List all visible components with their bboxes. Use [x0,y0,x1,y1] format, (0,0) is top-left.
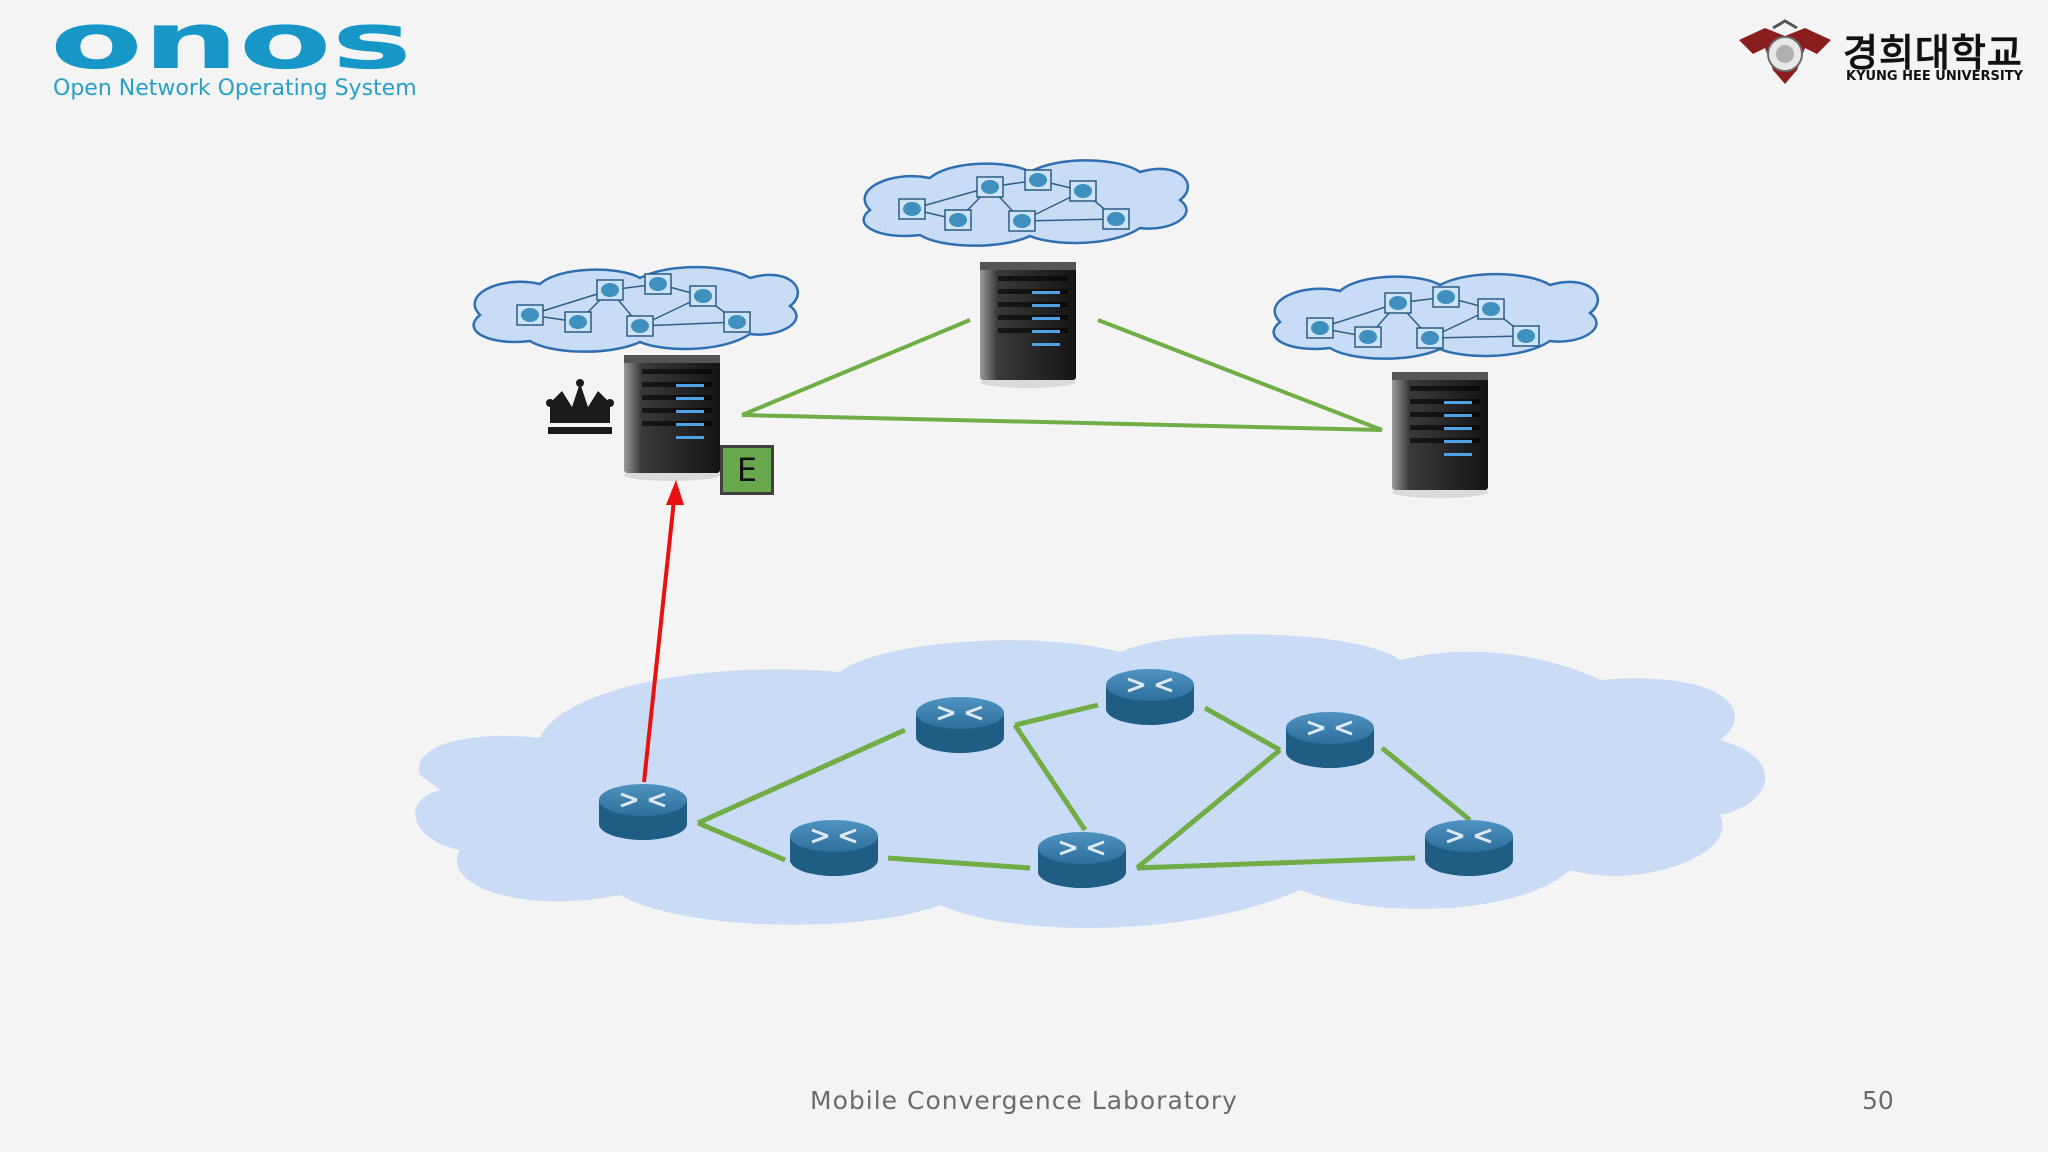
cloud-right [1272,272,1599,360]
onos-logo: onos [50,20,412,72]
link-controller-left-top [741,318,971,417]
switch-s7[interactable] [1423,818,1515,878]
cloud-left [472,265,799,353]
link-controller-top-right [1097,318,1383,432]
controller-server-left[interactable] [624,355,720,481]
event-arrow [642,480,684,783]
switch-s6[interactable] [1284,710,1376,770]
controller-server-top[interactable] [980,262,1076,388]
link-controller-left-right [741,413,1383,432]
event-badge: E [720,445,774,495]
crown-icon [546,379,614,434]
onos-logo-wordmark: onos [50,20,412,72]
page-number: 50 [1862,1086,1894,1115]
university-name-korean: 경희대학교 [1843,31,2023,75]
switch-links [696,702,1472,871]
cloud-top [862,159,1189,247]
switch-s3[interactable] [788,818,880,878]
switch-s4[interactable] [1104,667,1196,727]
switch-s2[interactable] [914,695,1006,755]
controller-server-right[interactable] [1392,372,1488,498]
controller-links [741,318,1383,432]
university-name-english: KYUNG HEE UNIVERSITY [1846,69,2023,84]
khu-emblem-icon [1739,19,1831,84]
footer-lab-name: Mobile Convergence Laboratory [810,1086,1238,1115]
onos-subtitle: Open Network Operating System [53,76,417,101]
switch-s5[interactable] [1036,830,1128,890]
switch-s1[interactable] [597,782,689,842]
